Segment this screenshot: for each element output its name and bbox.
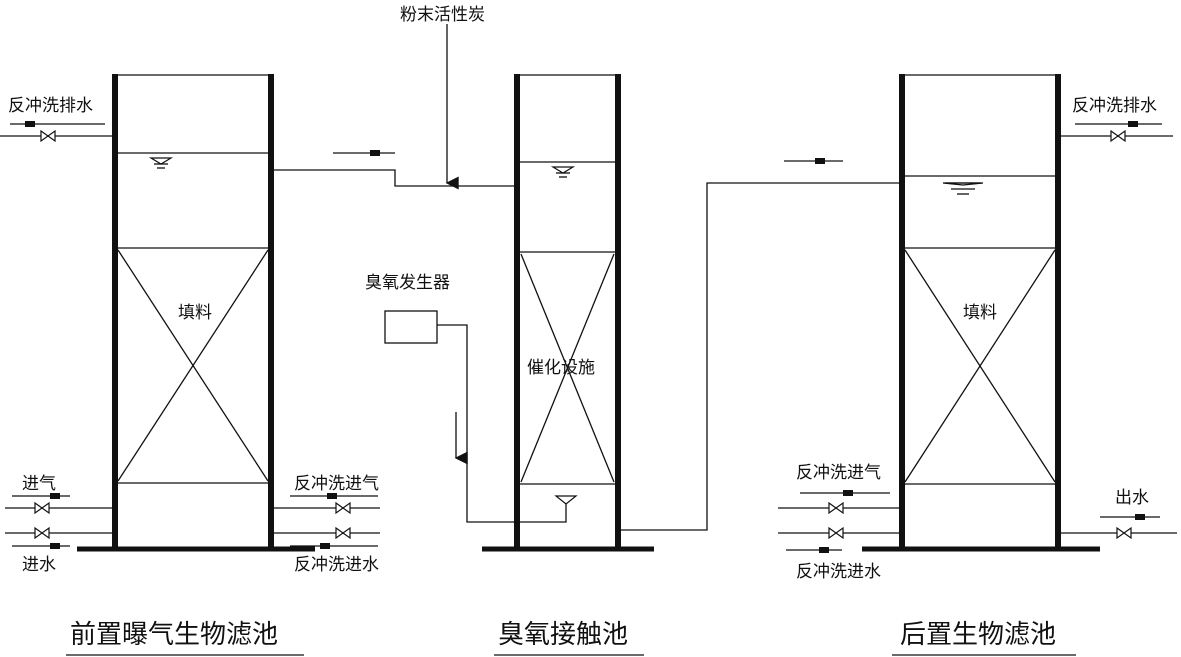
- connecting-pipe-2: [618, 158, 901, 531]
- water-level-symbol: [550, 166, 576, 178]
- catalyst-label: 催化设施: [527, 358, 595, 378]
- water-level-symbol: [148, 157, 174, 169]
- air-inlet-pipe: 进气: [5, 474, 115, 514]
- water-in-label: 进水: [22, 555, 56, 575]
- water-inlet-pipe: 进水: [5, 527, 115, 575]
- backwash-air-label-right: 反冲洗进气: [796, 463, 881, 483]
- ozone-contact-tank: 催化设施: [482, 74, 654, 552]
- pre-biofilter-tank: 填料: [77, 74, 315, 552]
- packing-label-left: 填料: [178, 303, 212, 323]
- backwash-water-pipe-left: 反冲洗进水: [271, 527, 380, 575]
- backwash-air-label-left: 反冲洗进气: [294, 474, 379, 494]
- ozone-generator-label: 臭氧发生器: [365, 273, 450, 293]
- air-in-label: 进气: [22, 474, 56, 494]
- tank-titles: 前置曝气生物滤池 臭氧接触池 后置生物滤池: [66, 620, 1076, 656]
- backwash-water-pipe-right: 反冲洗进水: [778, 527, 902, 582]
- water-level-symbol: [942, 182, 984, 195]
- water-out-label: 出水: [1115, 488, 1149, 508]
- pre-filter-title: 前置曝气生物滤池: [70, 620, 278, 650]
- ozone-tank-title: 臭氧接触池: [498, 620, 628, 650]
- water-outlet-pipe: 出水: [1058, 488, 1177, 539]
- backwash-air-pipe-left: 反冲洗进气: [271, 474, 380, 514]
- backwash-drain-pipe-left: 反冲洗排水: [0, 96, 115, 142]
- diffuser-icon: [554, 495, 578, 505]
- backwash-drain-pipe-right: 反冲洗排水: [1058, 96, 1173, 142]
- backwash-drain-label-left: 反冲洗排水: [8, 96, 93, 116]
- packing-label-right: 填料: [963, 303, 997, 323]
- post-filter-title: 后置生物滤池: [900, 620, 1056, 650]
- pac-label: 粉末活性炭: [400, 5, 485, 25]
- pac-dosing-line: 粉末活性炭: [400, 5, 485, 190]
- backwash-water-label-right: 反冲洗进水: [796, 562, 881, 582]
- post-biofilter-tank: 填料: [862, 74, 1100, 552]
- backwash-water-label-left: 反冲洗进水: [294, 555, 379, 575]
- backwash-drain-label-right: 反冲洗排水: [1072, 96, 1157, 116]
- connecting-pipe-1: [271, 150, 516, 187]
- ozone-generator: 臭氧发生器: [365, 273, 578, 523]
- backwash-air-pipe-right: 反冲洗进气: [778, 463, 902, 514]
